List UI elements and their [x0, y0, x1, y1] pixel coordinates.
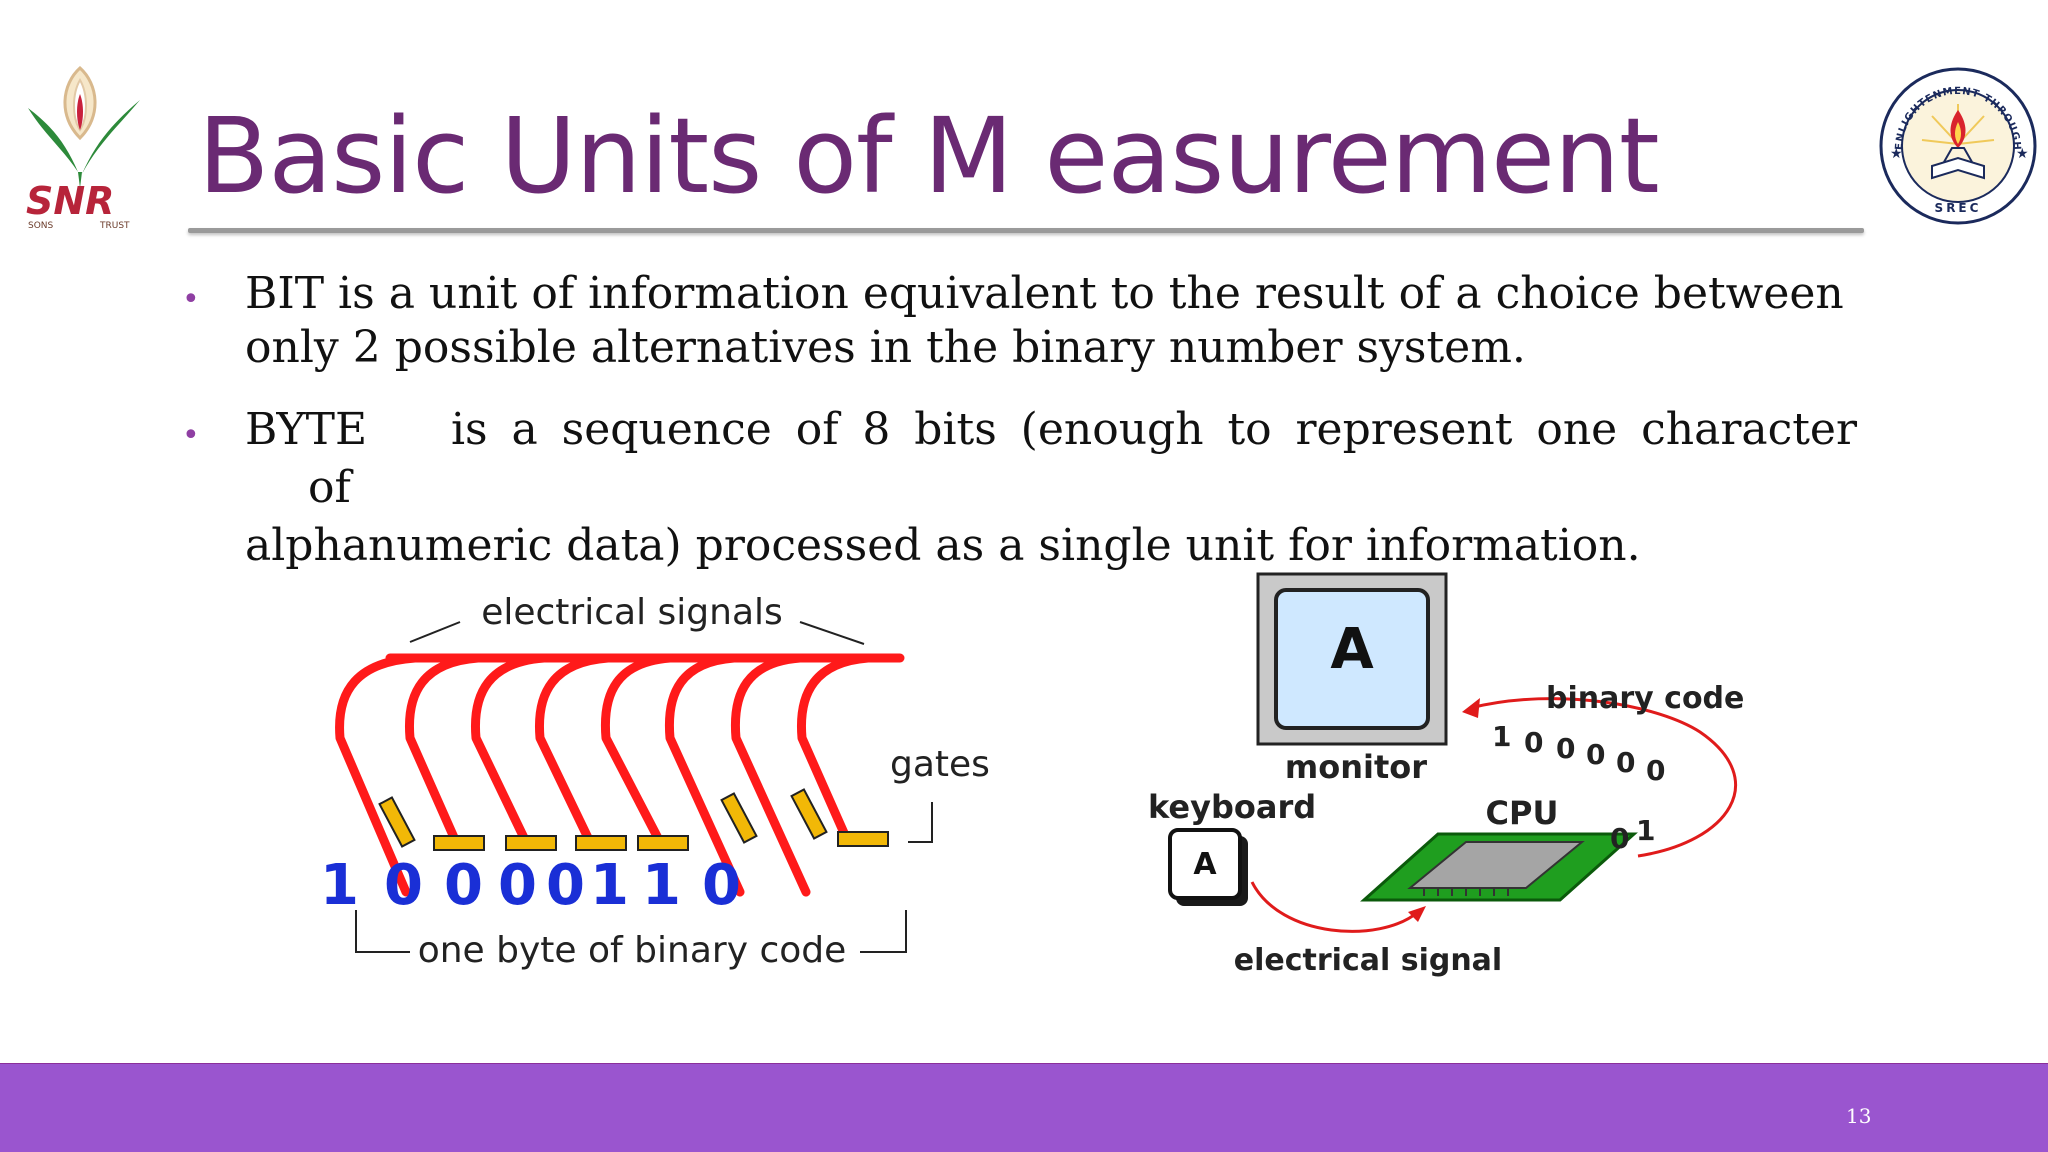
monitor-label: monitor: [1285, 748, 1427, 786]
word: (enough: [1020, 404, 1204, 455]
binary-digit: 1: [1492, 720, 1511, 753]
binary-digit: 0: [1646, 754, 1665, 787]
one-byte-label: one byte of binary code: [418, 930, 847, 971]
bullet-2-line-1: BYTE is a sequence of 8 bits (enough to …: [245, 404, 1857, 457]
electrical-signal-label: electrical signal: [1234, 943, 1502, 978]
binary-digit: 1: [1636, 814, 1655, 847]
word: of: [795, 404, 839, 455]
word: BYTE: [245, 404, 368, 455]
snr-logo-subtext-right: TRUST: [99, 221, 130, 231]
cpu-label: CPU: [1486, 794, 1559, 832]
page-number: 13: [1846, 1104, 1872, 1128]
word: 8: [862, 404, 891, 455]
bit-digit: 0: [702, 853, 741, 918]
keyboard-key-icon: A: [1168, 828, 1248, 906]
binary-code-label: binary code: [1546, 681, 1744, 716]
gates: [378, 788, 889, 851]
word: represent: [1295, 404, 1513, 455]
bullet-1-line-2: only 2 possible alternatives in the bina…: [245, 322, 1526, 373]
signal-wires: [335, 653, 905, 897]
word: character: [1641, 404, 1857, 455]
snr-logo-subtext-left: SONS: [28, 221, 54, 231]
page-title: Basic Units of M easurement: [198, 95, 1660, 217]
gates-label: gates: [890, 744, 990, 785]
keyboard-label: keyboard: [1148, 788, 1316, 826]
word: sequence: [561, 404, 772, 455]
keyboard-key-char: A: [1193, 847, 1217, 882]
snr-logo: SNR SONS TRUST: [22, 64, 150, 234]
binary-digit: 0: [1616, 746, 1635, 779]
bullet-2-line-3: alphanumeric data) processed as a single…: [245, 520, 1641, 571]
word: a: [511, 404, 538, 455]
footer-bar: [0, 1064, 2048, 1152]
srec-seal: ENLIGHTENMENT THROUGH EDUCATION ★ ★ SREC: [1873, 58, 2038, 226]
monitor-icon: A: [1256, 572, 1448, 746]
svg-text:★: ★: [2016, 146, 2029, 162]
bit-digit: 1: [590, 853, 629, 918]
svg-text:★: ★: [1890, 146, 1903, 162]
bit-digit: 0: [498, 853, 537, 918]
bullet-marker-2: •: [182, 418, 200, 453]
binary-digit: 0: [1610, 822, 1629, 855]
word: to: [1227, 404, 1272, 455]
title-divider: [188, 228, 1864, 233]
bullet-marker-1: •: [182, 282, 200, 317]
bullet-2-line-2: of: [308, 462, 351, 513]
monitor-screen-char: A: [1330, 617, 1374, 682]
bit-digit: 0: [546, 853, 585, 918]
word: one: [1536, 404, 1618, 455]
signal-arrows: [1250, 697, 1737, 933]
word: bits: [914, 404, 997, 455]
word: is: [450, 404, 488, 455]
lotus-icon: [28, 65, 140, 188]
flame-book-icon: [1921, 104, 1995, 180]
arrow-head-monitor: [1462, 698, 1480, 718]
bit-digit: 1: [642, 853, 681, 918]
binary-digit: 0: [1556, 732, 1575, 765]
binary-digit: 0: [1524, 726, 1543, 759]
bit-digit: 1: [320, 853, 359, 918]
binary-digit: 0: [1586, 738, 1605, 771]
arrow-head-cpu: [1408, 906, 1426, 922]
seal-bottom-text: SREC: [1935, 201, 1982, 215]
bit-digit: 0: [384, 853, 423, 918]
bullet-1-line-1: BIT is a unit of information equivalent …: [245, 268, 1844, 319]
electrical-signals-label: electrical signals: [481, 592, 783, 633]
snr-logo-text: SNR: [26, 179, 114, 223]
cpu-board-icon: [1360, 832, 1638, 902]
bit-digit: 0: [444, 853, 483, 918]
